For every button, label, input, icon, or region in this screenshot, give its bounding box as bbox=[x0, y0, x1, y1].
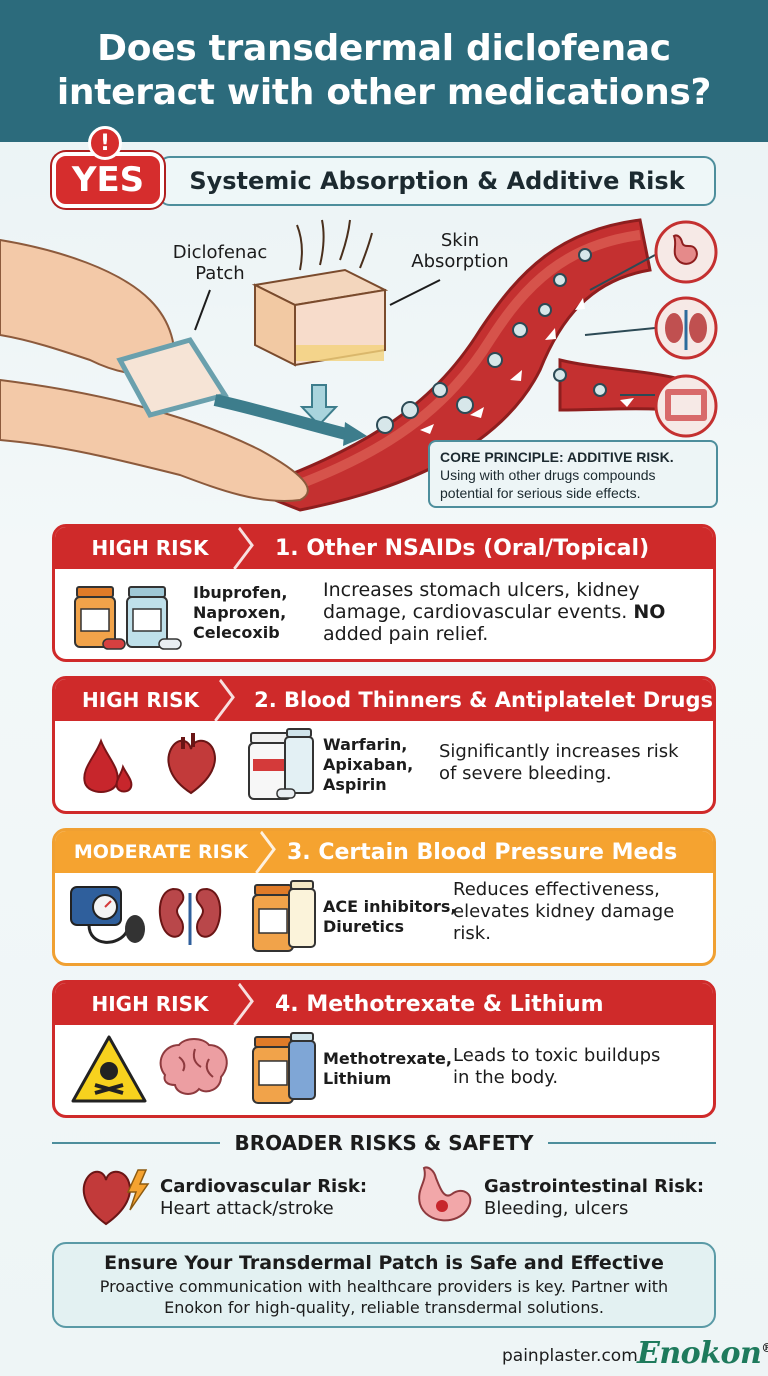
divider bbox=[547, 1142, 716, 1144]
heart-icon bbox=[167, 733, 216, 795]
divider bbox=[52, 1142, 221, 1144]
page-title: Does transdermal diclofenac interact wit… bbox=[56, 28, 712, 113]
risk-effect: Significantly increases risk of severe b… bbox=[439, 741, 679, 784]
stomach-icon bbox=[654, 220, 718, 284]
blood-drop-icon bbox=[83, 738, 133, 793]
brand-logo: Enokon® bbox=[637, 1336, 768, 1371]
medicine-bottles-icon bbox=[252, 1032, 316, 1104]
intestine-icon bbox=[654, 374, 718, 438]
page-header: Does transdermal diclofenac interact wit… bbox=[0, 0, 768, 142]
core-principle-box: CORE PRINCIPLE: ADDITIVE RISK. Using wit… bbox=[428, 440, 718, 508]
drug-names: Warfarin,Apixaban,Aspirin bbox=[323, 735, 414, 794]
pill-bottles-icon bbox=[74, 586, 182, 650]
heart-lightning-icon bbox=[82, 1169, 150, 1226]
cardiovascular-risk: Cardiovascular Risk: Heart attack/stroke bbox=[160, 1176, 368, 1219]
absorption-illustration: Diclofenac Patch Skin Absorption bbox=[0, 210, 768, 520]
brain-icon bbox=[159, 1038, 228, 1095]
drug-names: ACE inhibitors,Diuretics bbox=[323, 897, 457, 936]
principle-text: Using with other drugs compounds potenti… bbox=[440, 467, 656, 501]
safety-text: Proactive communication with healthcare … bbox=[99, 1277, 669, 1317]
drug-names: Methotrexate,Lithium bbox=[323, 1049, 452, 1088]
kidney-icon bbox=[158, 887, 222, 945]
medicine-bottles-icon bbox=[252, 880, 316, 952]
patch-label: Diclofenac Patch bbox=[172, 242, 268, 284]
safety-title: Ensure Your Transdermal Patch is Safe an… bbox=[104, 1252, 664, 1274]
risk-card-header: HIGH RISK 1. Other NSAIDs (Oral/Topical) bbox=[55, 527, 713, 569]
patch-icon bbox=[116, 337, 229, 418]
hand-icon bbox=[0, 238, 309, 502]
yes-badge: YES bbox=[52, 152, 164, 208]
risk-card-blood-thinners: HIGH RISK 2. Blood Thinners & Antiplatel… bbox=[52, 676, 716, 814]
kidney-icon bbox=[654, 296, 718, 360]
risk-effect: Increases stomach ulcers, kidney damage,… bbox=[323, 579, 666, 645]
risk-level-badge: MODERATE RISK bbox=[55, 831, 267, 873]
intro-title: Systemic Absorption & Additive Risk bbox=[158, 156, 716, 206]
risk-card-methotrexate-lithium: HIGH RISK 4. Methotrexate & Lithium Meth… bbox=[52, 980, 716, 1118]
risk-level-badge: HIGH RISK bbox=[55, 527, 245, 569]
risk-card-title: 4. Methotrexate & Lithium bbox=[275, 991, 604, 1017]
risk-card-header: HIGH RISK 2. Blood Thinners & Antiplatel… bbox=[55, 679, 713, 721]
risk-card-title: 3. Certain Blood Pressure Meds bbox=[287, 839, 678, 865]
risk-level-badge: HIGH RISK bbox=[55, 679, 226, 721]
risk-card-title: 1. Other NSAIDs (Oral/Topical) bbox=[275, 535, 650, 561]
blood-pressure-monitor-icon bbox=[70, 886, 145, 944]
risk-card-title: 2. Blood Thinners & Antiplatelet Drugs bbox=[254, 688, 713, 712]
medicine-bottles-icon bbox=[248, 728, 314, 800]
risk-card-nsaids: HIGH RISK 1. Other NSAIDs (Oral/Topical)… bbox=[52, 524, 716, 662]
broader-risks-heading: BROADER RISKS & SAFETY bbox=[52, 1128, 716, 1158]
exclamation-icon: ! bbox=[88, 126, 122, 160]
skin-absorption-label: Skin Absorption bbox=[411, 230, 509, 272]
stomach-icon bbox=[418, 1166, 472, 1222]
website-link[interactable]: painplaster.com bbox=[502, 1346, 638, 1366]
drug-names: Ibuprofen,Naproxen,Celecoxib bbox=[193, 583, 288, 642]
safety-callout: Ensure Your Transdermal Patch is Safe an… bbox=[52, 1242, 716, 1328]
absorption-diagram bbox=[0, 218, 718, 512]
risk-card-blood-pressure: MODERATE RISK 3. Certain Blood Pressure … bbox=[52, 828, 716, 966]
risk-card-header: MODERATE RISK 3. Certain Blood Pressure … bbox=[55, 831, 713, 873]
risk-effect: Leads to toxic buildups in the body. bbox=[453, 1045, 661, 1088]
risk-level-badge: HIGH RISK bbox=[55, 983, 245, 1025]
principle-title: CORE PRINCIPLE: ADDITIVE RISK. bbox=[440, 449, 674, 465]
gastrointestinal-risk: Gastrointestinal Risk: Bleeding, ulcers bbox=[484, 1176, 705, 1219]
skin-block-icon bbox=[251, 219, 389, 367]
risk-effect: Reduces effectiveness, elevates kidney d… bbox=[453, 879, 675, 944]
toxic-warning-icon bbox=[71, 1035, 147, 1103]
risk-card-header: HIGH RISK 4. Methotrexate & Lithium bbox=[55, 983, 713, 1025]
